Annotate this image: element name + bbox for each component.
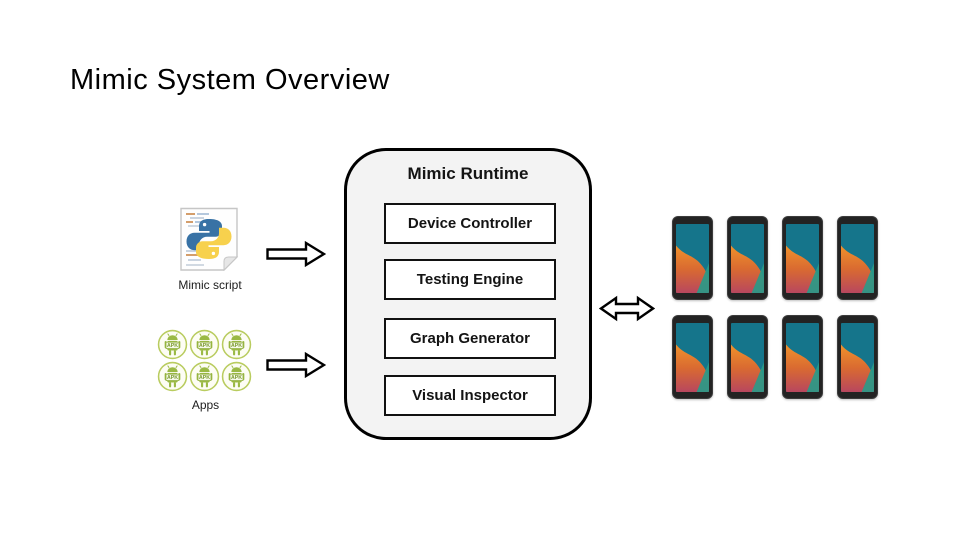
smartphone-icon: [672, 315, 713, 399]
mimic-script-label: Mimic script: [178, 278, 242, 292]
android-apk-icon: [189, 361, 220, 392]
apps-icon-group: [157, 329, 254, 392]
smartphone-icon: [782, 315, 823, 399]
python-script-icon: [180, 207, 239, 271]
android-apk-icon: [157, 361, 188, 392]
android-apk-icon: [157, 329, 188, 360]
android-apk-icon: [221, 361, 252, 392]
smartphone-icon: [837, 315, 878, 399]
phone-screen: [841, 323, 874, 392]
smartphone-icon: [727, 216, 768, 300]
phone-screen: [786, 323, 819, 392]
apps-to-runtime-arrow-icon: [266, 352, 326, 378]
runtime-title: Mimic Runtime: [407, 164, 529, 183]
phone-screen: [786, 224, 819, 293]
phone-screen: [731, 224, 764, 293]
smartphone-icon: [782, 216, 823, 300]
smartphone-icon: [837, 216, 878, 300]
module-visual-inspector: Visual Inspector: [384, 375, 556, 416]
phone-screen: [841, 224, 874, 293]
script-to-runtime-arrow-icon: [266, 241, 326, 267]
module-testing-engine: Testing Engine: [384, 259, 556, 300]
phone-screen: [676, 323, 709, 392]
smartphone-icon: [727, 315, 768, 399]
mimic-runtime-container: Mimic Runtime Device Controller Testing …: [344, 148, 592, 440]
python-logo: [186, 219, 232, 259]
smartphone-icon: [672, 216, 713, 300]
android-apk-icon: [221, 329, 252, 360]
module-device-controller: Device Controller: [384, 203, 556, 244]
android-apk-icon: [189, 329, 220, 360]
phone-screen: [731, 323, 764, 392]
runtime-devices-double-arrow-icon: [599, 295, 655, 322]
apps-label: Apps: [191, 398, 220, 412]
module-graph-generator: Graph Generator: [384, 318, 556, 359]
phone-screen: [676, 224, 709, 293]
slide-title: Mimic System Overview: [70, 64, 390, 96]
